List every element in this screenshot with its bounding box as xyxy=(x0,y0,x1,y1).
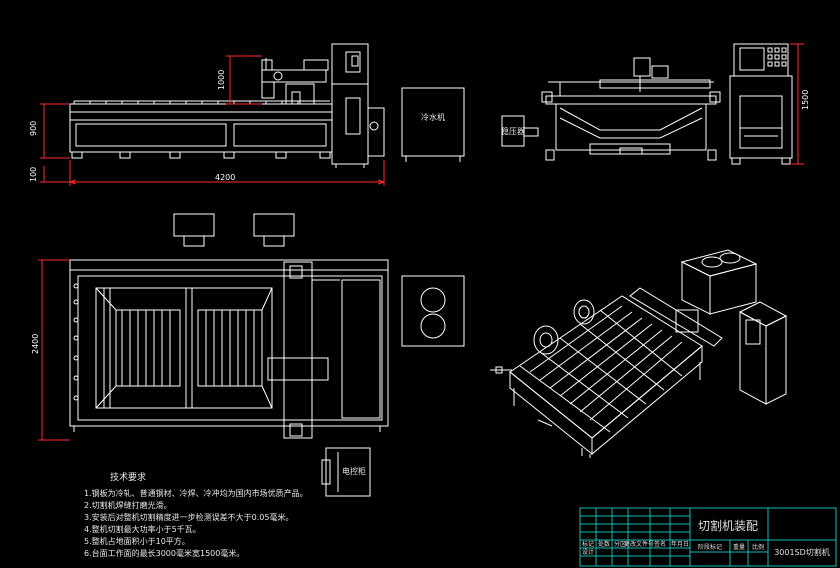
tb-label-count: 处数 xyxy=(598,540,610,548)
title-block-scale: 比例 xyxy=(752,543,764,551)
dim-side-height: 1500 xyxy=(801,90,810,110)
front-gantry xyxy=(261,58,329,105)
plan-gantry-beam xyxy=(283,261,313,439)
front-dimensions xyxy=(40,55,386,186)
note-line-6: 6.台面工作面的最长3000毫米宽1500毫米。 xyxy=(84,548,244,558)
note-line-3: 3.安装后对整机切割精度进一步检测误差不大于0.05毫米。 xyxy=(84,512,293,522)
title-block-model: 3001SD切割机 xyxy=(774,547,830,557)
chiller-top-view xyxy=(401,275,465,347)
chiller-label: 冷水机 xyxy=(421,112,445,122)
title-block xyxy=(579,507,837,567)
isometric-view xyxy=(490,249,788,458)
dim-front-length: 4200 xyxy=(215,173,235,182)
tb-label-sign: 签名 xyxy=(654,540,666,548)
title-block-stage-mark: 阶段标记 xyxy=(698,543,722,551)
electric-cabinet: 1500 xyxy=(729,43,810,165)
tb-label-zone: 分区 xyxy=(614,540,626,548)
cabinet-top-view: 电控柜 xyxy=(321,447,371,497)
plan-view: 2400 xyxy=(31,213,389,441)
note-line-4: 4.整机切割最大功率小于5千瓦。 xyxy=(84,524,201,534)
dim-top-width: 2400 xyxy=(31,334,40,354)
side-view: 稳压器 xyxy=(501,57,721,161)
tb-label-change-doc: 更改文件号 xyxy=(624,540,654,548)
title-block-weight: 重量 xyxy=(733,543,745,551)
dim-front-head-height: 1000 xyxy=(217,70,226,90)
plan-gantry-head xyxy=(267,357,329,381)
front-feet xyxy=(71,151,331,159)
plan-side-holes xyxy=(73,283,79,401)
dim-front-body-height: 900 xyxy=(29,121,38,136)
plan-frame xyxy=(69,259,389,427)
dim-front-foot: 100 xyxy=(29,167,38,182)
iso-slats xyxy=(519,305,683,433)
technical-notes: 技术要求 1.钢板为冷轧、普通钢材、冷焊、冷冲均为国内市场优质产品。 2.切割机… xyxy=(84,471,308,558)
notes-title: 技术要求 xyxy=(110,471,146,483)
note-line-5: 5.整机占地面积小于10平方。 xyxy=(84,536,190,546)
cabinet-label: 电控柜 xyxy=(342,466,366,476)
front-view: 4200 900 1000 100 xyxy=(29,43,386,186)
tb-label-mark: 标记 xyxy=(582,540,594,548)
plan-head-left xyxy=(173,213,215,237)
plan-head-right xyxy=(253,213,295,237)
tb-label-design: 设计 xyxy=(582,548,594,556)
cabinet-buttons xyxy=(767,47,787,67)
regulator-label: 稳压器 xyxy=(501,126,525,136)
front-bed-panel-right xyxy=(233,123,327,147)
chiller-unit: 冷水机 xyxy=(401,87,465,162)
front-column xyxy=(331,43,385,168)
front-bed xyxy=(69,103,333,153)
note-line-1: 1.钢板为冷轧、普通钢材、冷焊、冷冲均为国内市场优质产品。 xyxy=(84,488,308,498)
front-bed-panel-left xyxy=(75,123,227,147)
title-block-title: 切割机装配 xyxy=(698,518,758,533)
note-line-2: 2.切割机焊缝打磨光滑。 xyxy=(84,500,172,510)
plan-slats xyxy=(95,287,273,409)
tb-label-date: 年月日 xyxy=(671,540,689,548)
